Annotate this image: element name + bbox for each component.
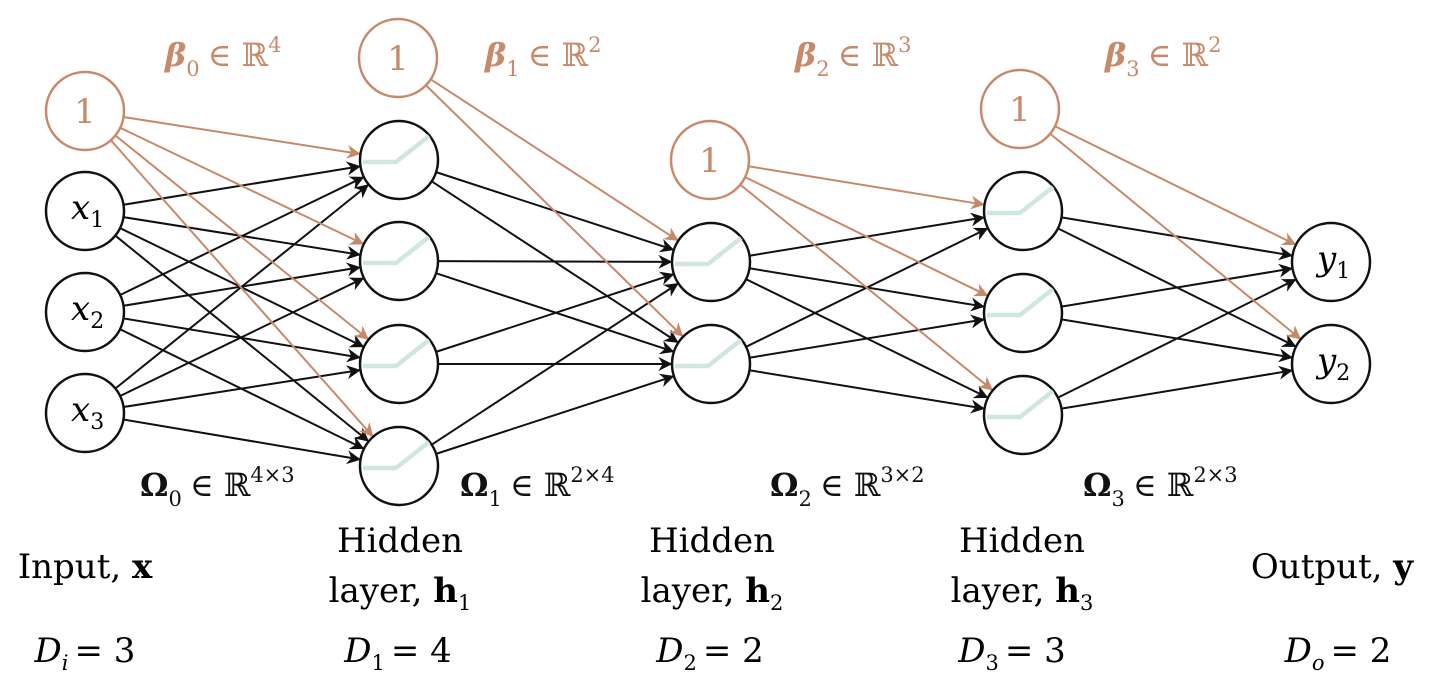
dimension-labels: Di= 3 D1= 4 D2= 2 D3= 3 Do= 2 [34, 631, 1392, 675]
dim-label-hidden2: D2= 2 [655, 631, 764, 675]
layer-label-input: Input, x [18, 547, 153, 587]
weight-label-2: Ω2∈ ℝ3×2 [770, 463, 925, 511]
relu-icon [363, 235, 431, 266]
weight-edge-3-1-0 [1061, 263, 1293, 308]
bias-edge-1-0 [430, 78, 679, 241]
weight-edge-2-1-1 [749, 314, 985, 359]
weight-edge-2-1-2 [749, 369, 985, 414]
weight-edge-3-2-0 [1057, 278, 1297, 399]
layer-label-output: Output, y [1251, 547, 1414, 587]
relu-icon [675, 338, 743, 369]
weight-label-3: Ω3∈ ℝ2×3 [1083, 463, 1238, 511]
node-0-1 [44, 271, 126, 353]
bias-node-3 [979, 68, 1061, 150]
dim-label-input: Di= 3 [34, 631, 136, 675]
bias-edge-2-0 [748, 165, 985, 210]
relu-icon [987, 287, 1055, 318]
input-label-0: x1 [71, 188, 104, 233]
bias-labels: β0∈ ℝ4 β1∈ ℝ2 β2∈ ℝ3 β3∈ ℝ2 [164, 33, 1221, 81]
relu-icon [363, 338, 431, 369]
bias-edge-0-3 [110, 139, 374, 438]
layer-label-hidden2-line2: layer, h2 [641, 571, 784, 615]
bias-edge-2-2 [739, 183, 994, 391]
relu-icon [675, 236, 743, 267]
nodes: 1 1 1 1 x1 x2 x3 y1 y2 [44, 17, 1372, 507]
bias-edge-2-1 [744, 176, 989, 297]
bias-node-label-0: 1 [74, 92, 96, 132]
bias-edge-3-1 [1049, 132, 1302, 340]
output-label-0: y1 [1315, 239, 1350, 284]
weight-label-0: Ω0∈ ℝ4×3 [140, 463, 295, 511]
bias-node-label-2: 1 [699, 141, 721, 181]
node-4-1 [1290, 323, 1372, 405]
bias-node-label-1: 1 [387, 39, 409, 79]
weight-edge-1-3-1 [435, 373, 675, 455]
weight-edge-3-2-1 [1061, 365, 1293, 410]
weight-edge-0-2-1 [119, 277, 365, 397]
bias-edge-0-1 [119, 126, 365, 245]
bias-label-2: β2∈ ℝ3 [794, 33, 911, 81]
layer-label-hidden2-line1: Hidden [649, 521, 775, 561]
node-0-2 [44, 372, 126, 454]
bias-edge-1-1 [425, 84, 684, 338]
bias-edge-0-2 [114, 134, 369, 340]
node-4-0 [1290, 221, 1372, 303]
weight-label-1: Ω1∈ ℝ2×4 [460, 463, 615, 511]
input-label-2: x3 [71, 390, 104, 435]
input-label-1: x2 [71, 289, 104, 334]
weight-edge-0-2-3 [123, 418, 361, 465]
bias-node-0 [44, 70, 126, 152]
output-label-1: y2 [1315, 341, 1350, 386]
dim-label-hidden1: D1= 4 [343, 631, 452, 675]
relu-icon [363, 134, 431, 165]
weight-edge-1-3-0 [431, 283, 679, 446]
dim-label-hidden3: D3= 3 [957, 631, 1066, 675]
bias-label-3: β3∈ ℝ2 [1104, 33, 1221, 81]
relu-icon [987, 389, 1055, 420]
bias-label-1: β1∈ ℝ2 [484, 33, 601, 81]
bias-label-0: β0∈ ℝ4 [164, 33, 281, 81]
bias-edges [110, 78, 1302, 438]
bias-edge-3-0 [1054, 125, 1297, 246]
weight-labels: Ω0∈ ℝ4×3 Ω1∈ ℝ2×4 Ω2∈ ℝ3×2 Ω3∈ ℝ2×3 [140, 463, 1238, 511]
relu-icon [987, 185, 1055, 216]
weight-edge-0-2-2 [123, 365, 361, 408]
layer-labels: Input, x Hidden layer, h1 Hidden layer, … [18, 521, 1415, 615]
layer-label-hidden1-line2: layer, h1 [329, 571, 472, 615]
bias-node-label-3: 1 [1009, 90, 1031, 130]
bias-edge-0-0 [123, 116, 361, 159]
node-0-0 [44, 170, 126, 252]
layer-label-hidden3-line2: layer, h3 [951, 571, 1094, 615]
bias-node-2 [669, 119, 751, 201]
bias-node-1 [357, 17, 439, 99]
layer-label-hidden1-line1: Hidden [337, 521, 463, 561]
weight-edge-1-1-0 [437, 254, 673, 269]
relu-icon [363, 440, 431, 471]
dim-label-output: Do= 2 [1284, 631, 1392, 675]
layer-label-hidden3-line1: Hidden [959, 521, 1085, 561]
